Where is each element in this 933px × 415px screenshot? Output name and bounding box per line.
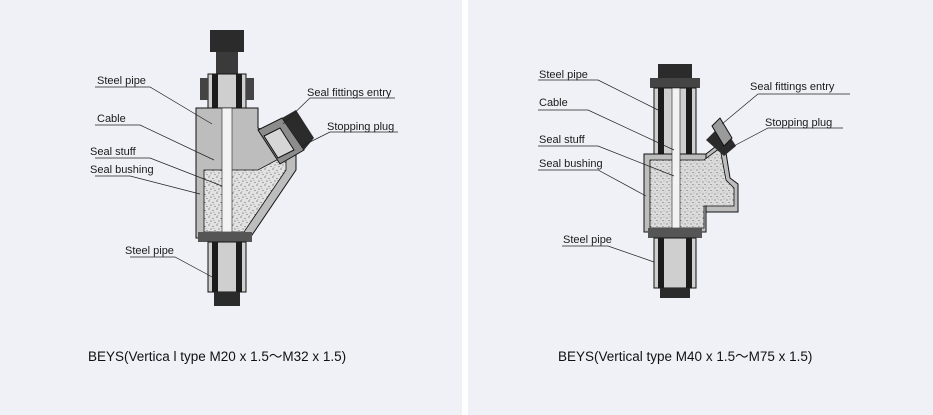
r-label-seal-stuff: Seal stuff: [539, 134, 586, 146]
leader-seal-bushing: [95, 175, 201, 195]
left-cross-section-drawing: Steel pipe Cable Seal stuff Seal bushing…: [90, 30, 398, 306]
r-leader-steel-pipe-bottom: [562, 245, 655, 263]
right-cross-section-drawing: Steel pipe Cable Seal stuff Seal bushing…: [538, 64, 850, 298]
leader-stopping-plug: [301, 131, 398, 147]
right-steel-pipe-bottom: [648, 228, 702, 298]
label-stopping-plug: Stopping plug: [327, 121, 394, 133]
r-label-stopping-plug: Stopping plug: [765, 117, 832, 129]
label-cable: Cable: [97, 113, 126, 125]
leader-steel-pipe-top: [95, 86, 213, 125]
panel-divider: [462, 0, 468, 415]
r-leader-seal-fittings-entry: [721, 93, 850, 125]
label-seal-fittings-entry: Seal fittings entry: [307, 87, 392, 99]
left-cable: [221, 107, 233, 233]
left-steel-pipe-bottom: [198, 232, 252, 306]
r-leader-steel-pipe-top: [538, 79, 659, 111]
label-steel-pipe-top: Steel pipe: [97, 75, 146, 87]
r-label-seal-fittings-entry: Seal fittings entry: [750, 81, 835, 93]
label-seal-bushing: Seal bushing: [90, 164, 154, 176]
left-diagram-caption: BEYS(Vertica l type M20 x 1.5〜M32 x 1.5): [88, 349, 347, 364]
right-cable: [671, 87, 681, 229]
label-seal-stuff: Seal stuff: [90, 146, 137, 158]
left-fitting-body: [195, 107, 314, 239]
r-leader-cable: [538, 109, 675, 151]
leader-cable: [95, 124, 215, 161]
right-diagram-caption: BEYS(Vertical type M40 x 1.5〜M75 x 1.5): [558, 349, 813, 364]
r-leader-seal-bushing: [538, 169, 647, 197]
r-label-seal-bushing: Seal bushing: [539, 158, 603, 170]
r-label-steel-pipe-bottom: Steel pipe: [563, 234, 612, 246]
r-label-cable: Cable: [539, 97, 568, 109]
r-leader-stopping-plug: [729, 127, 843, 149]
leader-seal-stuff: [95, 157, 223, 187]
r-leader-seal-stuff: [538, 145, 675, 177]
leader-seal-fittings-entry: [282, 97, 395, 125]
r-label-steel-pipe-top: Steel pipe: [539, 69, 588, 81]
label-steel-pipe-bottom: Steel pipe: [125, 245, 174, 257]
leader-steel-pipe-bottom: [130, 256, 215, 279]
right-diagram-panel: Steel pipe Cable Seal stuff Seal bushing…: [468, 0, 933, 415]
left-diagram-panel: Steel pipe Cable Seal stuff Seal bushing…: [0, 0, 462, 415]
